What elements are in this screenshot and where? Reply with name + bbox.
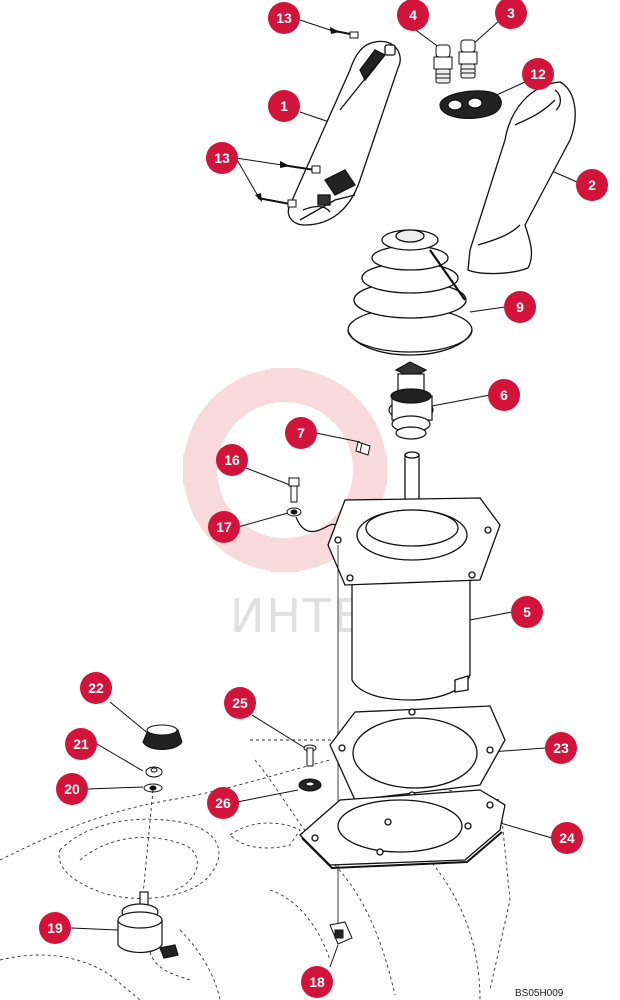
machine-outline-dashed xyxy=(0,739,511,1000)
washer-26 xyxy=(298,778,322,792)
svg-text:4: 4 xyxy=(409,7,417,23)
drawing-code: BS05H009 xyxy=(515,988,564,999)
potentiometer-19 xyxy=(117,789,191,981)
base-plate-24 xyxy=(299,789,506,870)
grip-housing-2 xyxy=(467,81,576,275)
svg-text:25: 25 xyxy=(232,695,248,711)
rubber-boot-9 xyxy=(347,229,473,356)
callout-3: 3 xyxy=(495,0,527,29)
spring-assembly-6 xyxy=(388,361,434,440)
callout-23: 23 xyxy=(545,732,577,764)
bolt-16 xyxy=(288,477,300,503)
svg-text:9: 9 xyxy=(516,299,524,315)
svg-text:17: 17 xyxy=(216,519,232,535)
svg-text:7: 7 xyxy=(297,425,305,441)
callout-24: 24 xyxy=(551,822,583,854)
svg-text:2: 2 xyxy=(588,177,596,193)
callout-7: 7 xyxy=(285,417,317,449)
svg-text:21: 21 xyxy=(73,736,89,752)
callout-6: 6 xyxy=(488,379,520,411)
svg-text:26: 26 xyxy=(215,795,231,811)
leader-lines xyxy=(70,19,578,968)
callout-26: 26 xyxy=(207,787,239,819)
svg-text:23: 23 xyxy=(553,740,569,756)
callout-25: 25 xyxy=(224,687,256,719)
callout-2: 2 xyxy=(576,169,608,201)
callout-20: 20 xyxy=(56,773,88,805)
callout-18: 18 xyxy=(301,966,333,998)
svg-text:19: 19 xyxy=(47,920,63,936)
nut-21 xyxy=(145,766,163,778)
callout-9: 9 xyxy=(504,291,536,323)
handle-frame-1 xyxy=(287,40,401,226)
callout-4: 4 xyxy=(397,0,429,31)
svg-text:22: 22 xyxy=(88,680,104,696)
svg-text:13: 13 xyxy=(214,150,230,166)
callout-13-top: 13 xyxy=(268,2,300,34)
bolt-25 xyxy=(303,744,317,767)
clip-18 xyxy=(329,865,353,945)
callout-22: 22 xyxy=(80,672,112,704)
push-button-3 xyxy=(458,39,478,79)
main-housing-5 xyxy=(327,451,501,830)
svg-text:5: 5 xyxy=(523,604,531,620)
fitting-7 xyxy=(355,441,371,456)
svg-text:18: 18 xyxy=(309,974,325,990)
callout-5: 5 xyxy=(511,596,543,628)
button-plate-12 xyxy=(439,90,502,120)
gasket-23 xyxy=(329,705,506,801)
callout-12: 12 xyxy=(522,58,554,90)
push-button-4 xyxy=(433,44,453,84)
callout-1: 1 xyxy=(268,90,300,122)
callout-13-side: 13 xyxy=(206,142,238,174)
svg-text:6: 6 xyxy=(500,387,508,403)
screws-13-side xyxy=(257,164,321,208)
svg-text:13: 13 xyxy=(276,10,292,26)
callout-17: 17 xyxy=(208,511,240,543)
callouts: 13 4 3 12 1 2 13 9 xyxy=(39,0,608,998)
callout-16: 16 xyxy=(216,444,248,476)
svg-text:16: 16 xyxy=(224,452,240,468)
knob-22 xyxy=(142,724,183,750)
svg-text:20: 20 xyxy=(64,781,80,797)
screw-13-top xyxy=(329,29,359,39)
svg-text:3: 3 xyxy=(507,5,515,21)
svg-text:1: 1 xyxy=(280,98,288,114)
svg-text:24: 24 xyxy=(559,830,575,846)
callout-19: 19 xyxy=(39,912,71,944)
svg-text:12: 12 xyxy=(530,66,546,82)
callout-21: 21 xyxy=(65,728,97,760)
